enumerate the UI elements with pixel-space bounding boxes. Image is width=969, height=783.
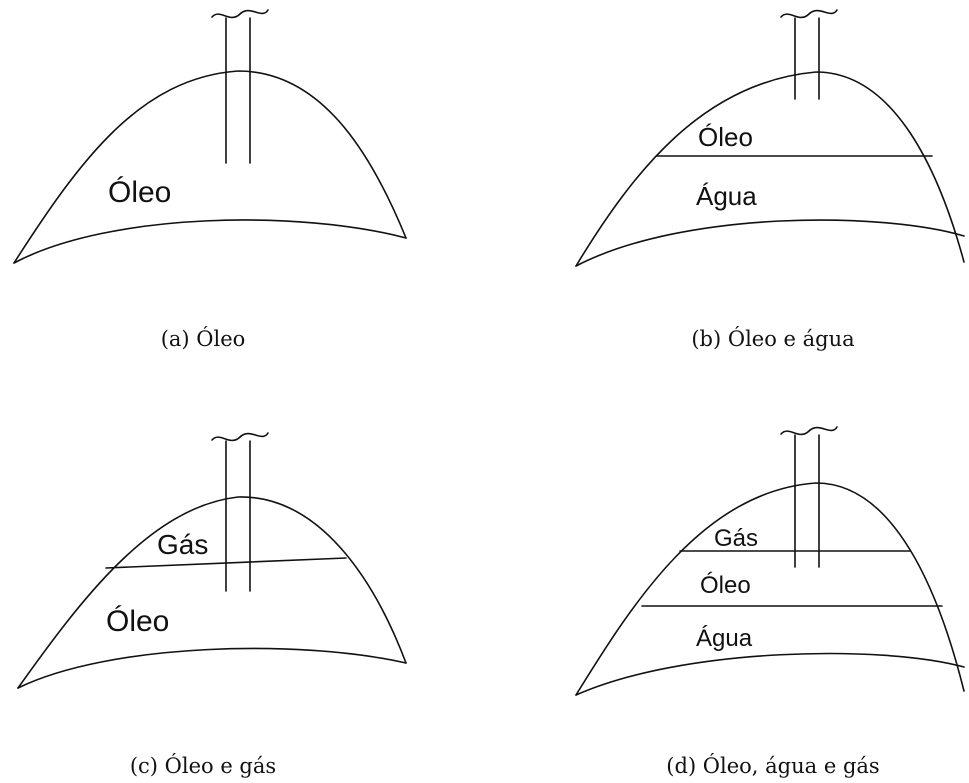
well-break-symbol <box>780 9 838 19</box>
layer-label-oleo: Óleo <box>106 605 169 638</box>
panel-d-diagram: Gás Óleo Água <box>575 426 965 696</box>
reservoir-dome <box>575 482 965 696</box>
layer-label-oleo: Óleo <box>108 176 171 209</box>
layer-label-gas: Gás <box>714 525 758 552</box>
well-break-symbol <box>211 9 269 19</box>
reservoir-dome <box>575 71 965 267</box>
panel-a-diagram: Óleo <box>13 9 407 264</box>
panel-b-caption: (b) Óleo e água <box>691 327 855 351</box>
layer-label-oleo: Óleo <box>698 122 753 152</box>
reservoir-base <box>575 219 965 267</box>
panel-c-caption: (c) Óleo e gás <box>129 754 277 778</box>
reservoir-base <box>575 652 965 696</box>
layer-label-agua: Água <box>696 625 753 652</box>
well-break-symbol <box>211 432 269 442</box>
reservoir-dome <box>13 70 407 264</box>
well-break-symbol <box>780 426 838 436</box>
panel-b-diagram: Óleo Água <box>575 9 965 267</box>
reservoir-base <box>17 647 407 689</box>
panel-d: Gás Óleo Água (d) Óleo, água e gás <box>484 391 968 782</box>
panel-b: Óleo Água (b) Óleo e água <box>484 0 968 391</box>
reservoir-dome <box>17 496 407 689</box>
layer-label-agua: Água <box>696 181 757 211</box>
reservoir-base <box>13 219 407 264</box>
layer-label-gas: Gás <box>157 529 208 560</box>
panel-a: Óleo (a) Óleo <box>0 0 484 391</box>
panel-c: Gás Óleo (c) Óleo e gás <box>0 391 484 782</box>
panel-a-caption: (a) Óleo <box>160 327 246 351</box>
panel-d-caption: (d) Óleo, água e gás <box>666 754 880 778</box>
layer-label-oleo: Óleo <box>700 572 751 599</box>
panel-c-diagram: Gás Óleo <box>17 432 407 689</box>
